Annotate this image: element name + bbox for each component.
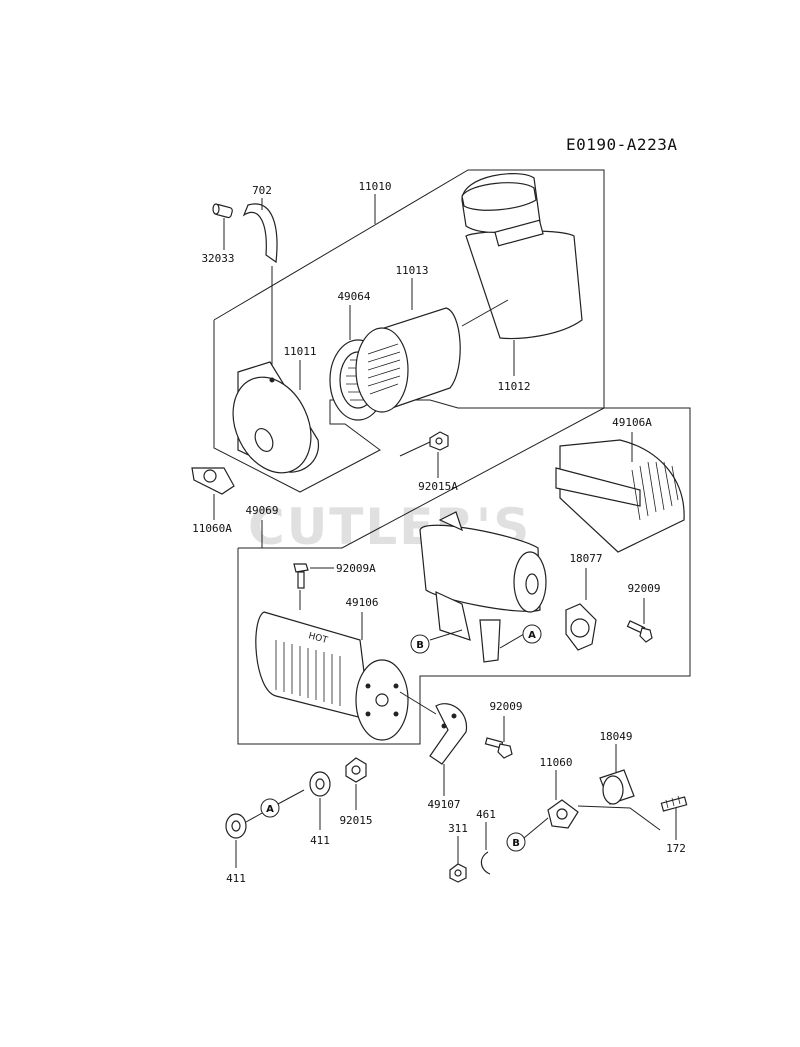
label-49064: 49064 (337, 290, 370, 303)
nut-311 (449, 863, 467, 883)
bolt-92009-lower (484, 737, 513, 759)
bracket-49107 (429, 703, 468, 765)
label-49107: 49107 (427, 798, 460, 811)
washer-411-mid (309, 771, 331, 797)
bolt-92009A (293, 563, 309, 589)
callout-a-left: A (260, 798, 280, 818)
callout-b-right: B (506, 832, 526, 852)
label-92009A: 92009A (336, 562, 376, 575)
label-11011: 11011 (283, 345, 316, 358)
label-92009-lower: 92009 (489, 700, 522, 713)
label-411-left: 411 (226, 872, 246, 885)
label-11010: 11010 (358, 180, 391, 193)
label-18049: 18049 (599, 730, 632, 743)
leader-11060-to-stud (577, 805, 661, 831)
label-92009-upper: 92009 (627, 582, 660, 595)
label-461: 461 (476, 808, 496, 821)
label-92015A: 92015A (418, 480, 458, 493)
label-311: 311 (448, 822, 468, 835)
hose-702 (242, 203, 278, 264)
element-11013 (355, 307, 461, 413)
label-49069: 49069 (245, 504, 278, 517)
label-172: 172 (666, 842, 686, 855)
leader-b-left (429, 629, 463, 641)
heat-shield-49106A (555, 439, 685, 553)
clamp-band-11012 (461, 173, 583, 340)
label-411-mid: 411 (310, 834, 330, 847)
label-11013: 11013 (395, 264, 428, 277)
label-11012: 11012 (497, 380, 530, 393)
label-49106: 49106 (345, 596, 378, 609)
svg-text:B: B (416, 640, 424, 651)
label-18077: 18077 (569, 552, 602, 565)
pipe-fitting-32033 (212, 203, 233, 219)
washer-411-left (225, 813, 247, 839)
gasket-18077 (565, 603, 597, 651)
label-702: 702 (252, 184, 272, 197)
leader-a-right (499, 633, 525, 649)
hot-warning-label: HOT (307, 631, 329, 646)
label-32033: 32033 (201, 252, 234, 265)
bolt-92009-upper (626, 620, 653, 643)
air-cleaner-group-outline (213, 169, 605, 493)
nut-92015A (429, 431, 449, 451)
leader-a-left-washer (245, 811, 265, 823)
muffler-body (419, 511, 547, 663)
svg-text:A: A (528, 630, 536, 641)
svg-text:B: B (512, 838, 520, 849)
gasket-11060 (547, 799, 579, 829)
sleeve-18049 (599, 769, 635, 805)
snap-ring-461 (480, 851, 491, 875)
callout-b-left: B (410, 634, 430, 654)
air-cleaner-case-11011 (232, 361, 320, 474)
svg-text:A: A (266, 804, 274, 815)
leader-49107-to-muffler (399, 691, 437, 715)
reference-code: E0190-A223A (566, 135, 677, 154)
heat-shield-49106: HOT (255, 611, 409, 741)
label-11060: 11060 (539, 756, 572, 769)
leader-a-left (277, 789, 305, 805)
label-11060A: 11060A (192, 522, 232, 535)
stud-172 (660, 795, 688, 812)
callout-a-right: A (522, 624, 542, 644)
leader-b-right (523, 817, 549, 839)
label-49106A: 49106A (612, 416, 652, 429)
gasket-11060A (191, 467, 235, 495)
nut-92015 (345, 757, 367, 783)
label-92015: 92015 (339, 814, 372, 827)
muffler-group-outline (237, 407, 691, 745)
leader-92015A-to-case (399, 441, 431, 457)
